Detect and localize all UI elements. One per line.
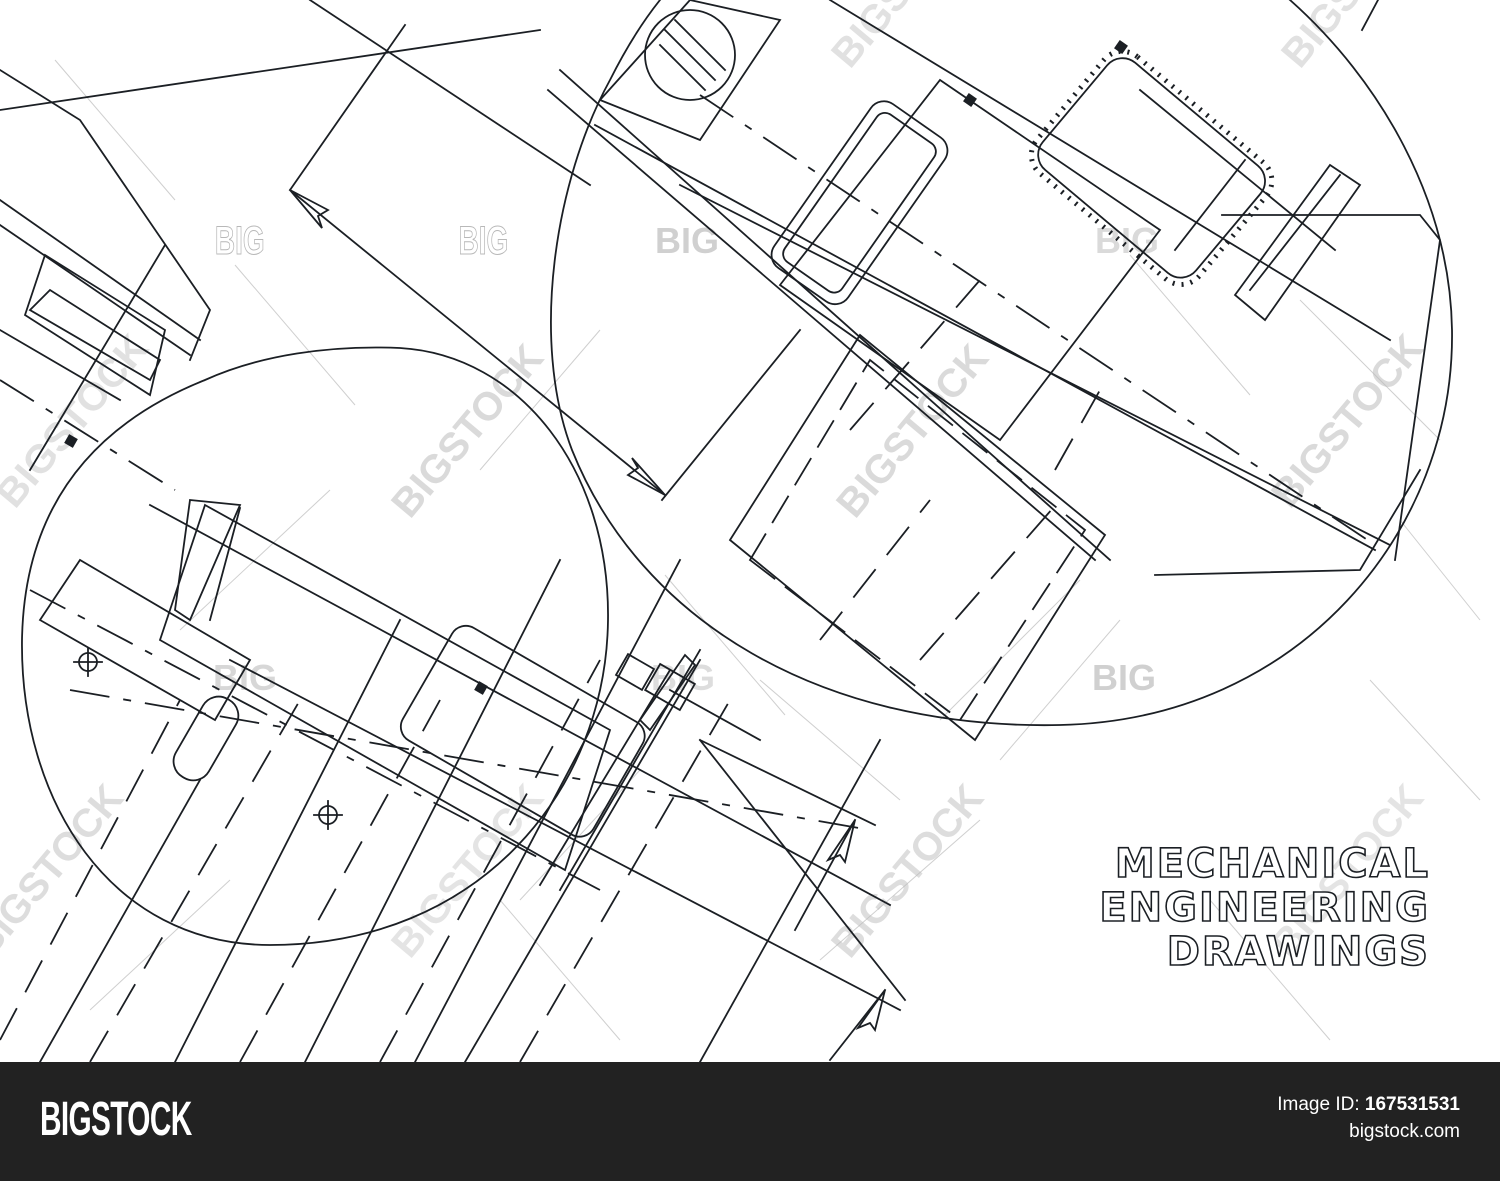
svg-text:BIGSTOCK: BIGSTOCK [383, 776, 552, 966]
upper-assembly [0, 0, 1441, 742]
watermark-grid [54, 59, 1481, 1041]
site-link[interactable]: bigstock.com [1349, 1121, 1460, 1142]
svg-text:BIG: BIG [459, 219, 509, 263]
svg-text:BIG: BIG [1092, 657, 1156, 698]
mechanical-drawing: BIG BIG BIG BIG BIG BIG BIG BIGSTOCK BIG… [0, 0, 1481, 1062]
image-id: Image ID: 167531531 [1277, 1092, 1460, 1118]
crosshair-mark [313, 800, 343, 830]
title-block: MECHANICAL ENGINEERING DRAWINGS [1099, 841, 1430, 975]
title-line-1: MECHANICAL [1114, 841, 1430, 887]
image-id-label: Image ID: [1277, 1094, 1360, 1115]
lower-assembly [0, 499, 907, 1062]
svg-text:BIG: BIG [213, 657, 277, 698]
svg-text:BIGSTOCK: BIGSTOCK [0, 326, 157, 516]
bolt [614, 652, 762, 742]
watermark-labels: BIG BIG BIG BIG BIG BIG BIG BIGSTOCK BIG… [0, 0, 1442, 966]
footer-bar: BIGSTOCK Image ID: 167531531 bigstock.co… [0, 1062, 1500, 1181]
svg-text:BIGSTOCK: BIGSTOCK [0, 776, 132, 966]
detail-circle-large [550, 0, 1453, 726]
svg-text:BIGSTOCK: BIGSTOCK [1273, 0, 1442, 76]
drawing-canvas: BIG BIG BIG BIG BIG BIG BIG BIGSTOCK BIG… [0, 0, 1481, 1062]
svg-text:BIGSTOCK: BIGSTOCK [828, 336, 997, 526]
crosshair-mark [73, 647, 103, 677]
svg-text:BIG: BIG [655, 220, 719, 261]
svg-text:BIG: BIG [215, 219, 265, 263]
svg-text:BIGSTOCK: BIGSTOCK [823, 776, 992, 966]
left-upper-assembly [0, 68, 212, 491]
image-id-value: 167531531 [1364, 1094, 1460, 1115]
image-meta: Image ID: 167531531 bigstock.com [1277, 1092, 1460, 1146]
bigstock-logo[interactable]: BIGSTOCK [40, 1093, 192, 1146]
detail-circle-small [21, 346, 609, 946]
title-line-2: ENGINEERING [1099, 885, 1430, 931]
svg-text:BIG: BIG [1095, 220, 1159, 261]
title-line-3: DRAWINGS [1166, 929, 1430, 975]
